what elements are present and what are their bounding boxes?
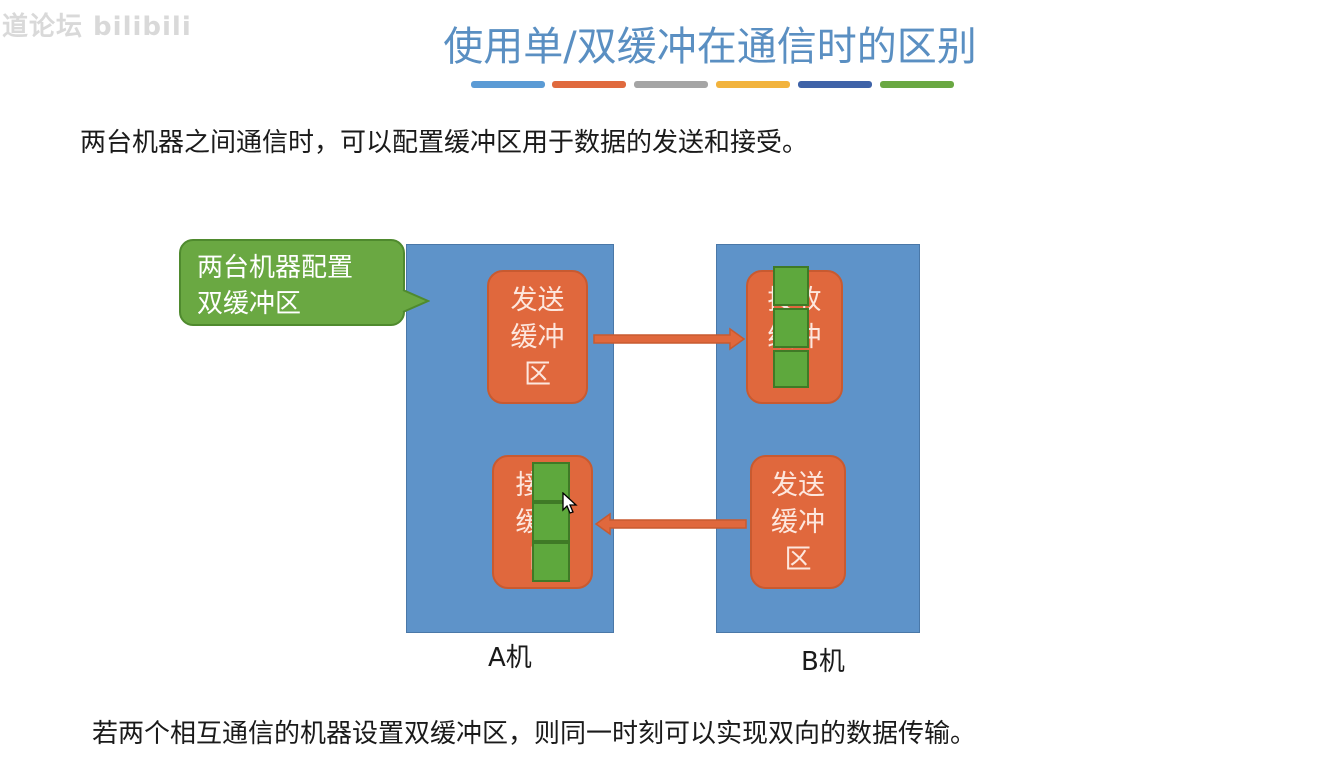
- machine-b-send-buffer: 发送 缓冲 区: [750, 455, 846, 589]
- machine-a-send-buffer: 发送 缓冲 区: [487, 270, 588, 404]
- data-block: [773, 266, 809, 306]
- callout-line-1: 两台机器配置: [197, 253, 354, 283]
- title-underline-bar-3: [634, 81, 708, 88]
- arrow-b-to-a: [594, 512, 747, 536]
- data-block: [773, 350, 809, 388]
- data-block: [773, 308, 809, 348]
- watermark-text: 道论坛 bilibili: [2, 12, 192, 42]
- title-underline-bar-1: [471, 81, 545, 88]
- intro-text: 两台机器之间通信时，可以配置缓冲区用于数据的发送和接受。: [80, 128, 809, 158]
- arrow-a-to-b: [593, 327, 746, 351]
- title-underline-bar-4: [716, 81, 790, 88]
- machine-a-label: A机: [488, 643, 532, 673]
- title-underline-bar-6: [880, 81, 954, 88]
- data-block: [532, 542, 570, 582]
- callout-bubble: 两台机器配置 双缓冲区: [179, 239, 405, 326]
- machine-b-label: B机: [801, 647, 845, 677]
- title-underline-bar-2: [552, 81, 626, 88]
- machine-b-send-buffer-label: 发送 缓冲 区: [771, 469, 825, 575]
- callout-line-2: 双缓冲区: [197, 289, 302, 319]
- footer-text: 若两个相互通信的机器设置双缓冲区，则同一时刻可以实现双向的数据传输。: [92, 719, 977, 749]
- title-underline-bar-5: [798, 81, 872, 88]
- callout-pointer: [402, 289, 430, 313]
- machine-a-send-buffer-label: 发送 缓冲 区: [510, 284, 565, 390]
- slide-title: 使用单/双缓冲在通信时的区别: [443, 24, 977, 70]
- mouse-cursor-icon: [562, 492, 578, 514]
